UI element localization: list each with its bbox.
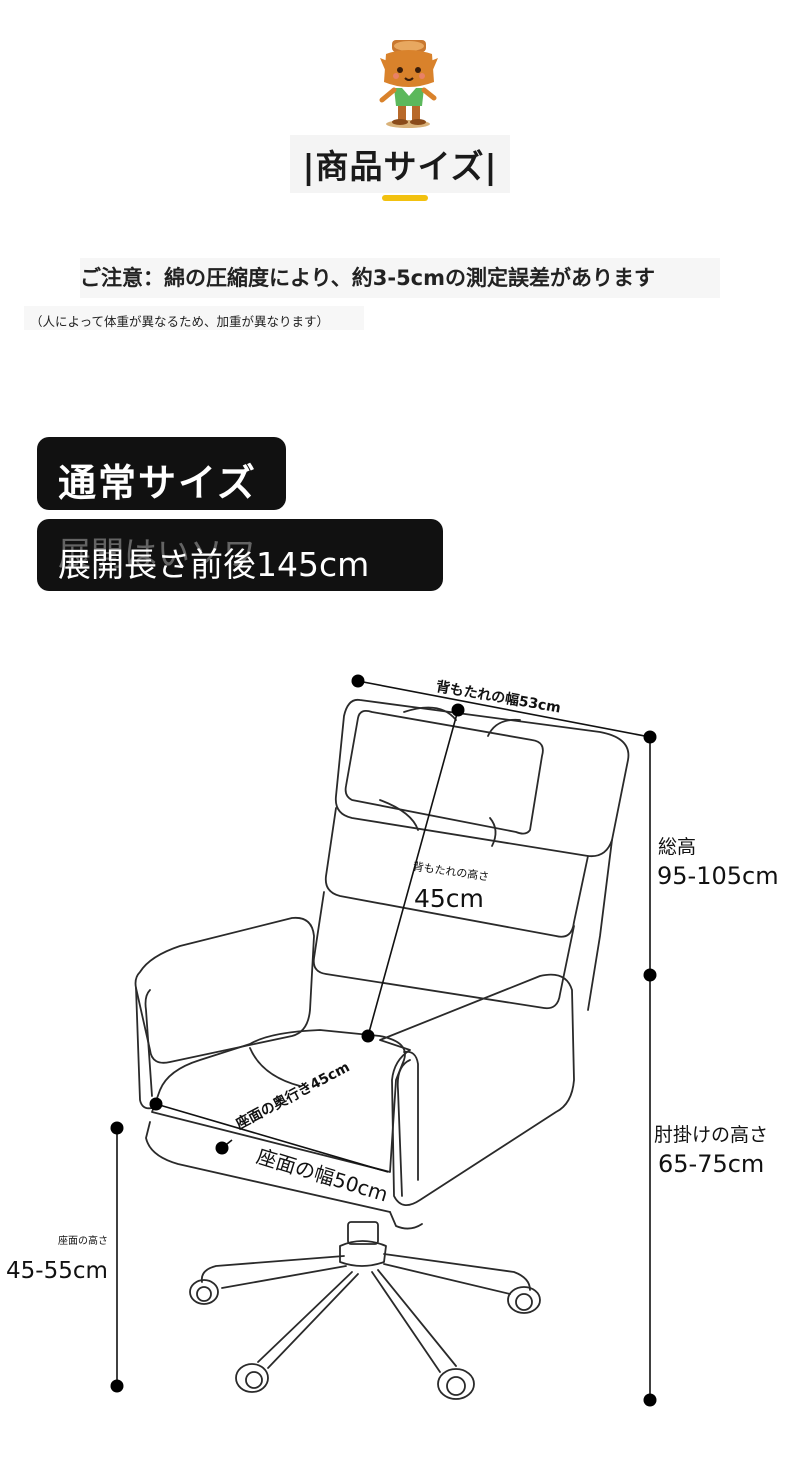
seat-height-label: 座面の高さ bbox=[58, 1236, 108, 1247]
seat-height-value: 45-55cm bbox=[6, 1258, 108, 1284]
page-title: |商品サイズ| bbox=[302, 147, 498, 186]
normal-size-label: 通常サイズ bbox=[58, 461, 257, 505]
unfolded-ghost-text: 展開はいソワ bbox=[58, 534, 256, 573]
title-background bbox=[290, 135, 510, 193]
chair-dimension-diagram: 背もたれの幅53cm 背もたれの高さ 45cm 総高 95-105cm 肘掛けの… bbox=[0, 650, 790, 1472]
chair-line-drawing bbox=[110, 674, 657, 1407]
armrest-height-label: 肘掛けの高さ bbox=[654, 1124, 769, 1146]
normal-size-badge bbox=[37, 437, 286, 510]
title-underline bbox=[382, 195, 428, 201]
unfolded-length-label: 展開長さ前後145cm bbox=[58, 545, 370, 584]
measurement-note: ご注意：綿の圧縮度により、約3-5cmの測定誤差があります bbox=[80, 266, 656, 290]
unfolded-size-badge bbox=[37, 519, 443, 591]
backrest-height-value: 45cm bbox=[414, 884, 484, 913]
tree-stump-mascot-icon bbox=[379, 40, 438, 128]
sub-note-background bbox=[24, 306, 364, 330]
armrest-height-value: 65-75cm bbox=[658, 1150, 765, 1178]
note-background bbox=[80, 258, 720, 298]
total-height-label: 総高 bbox=[658, 836, 697, 858]
total-height-value: 95-105cm bbox=[657, 862, 779, 890]
weight-note: （人によって体重が異なるため、加重が異なります） bbox=[30, 314, 330, 329]
